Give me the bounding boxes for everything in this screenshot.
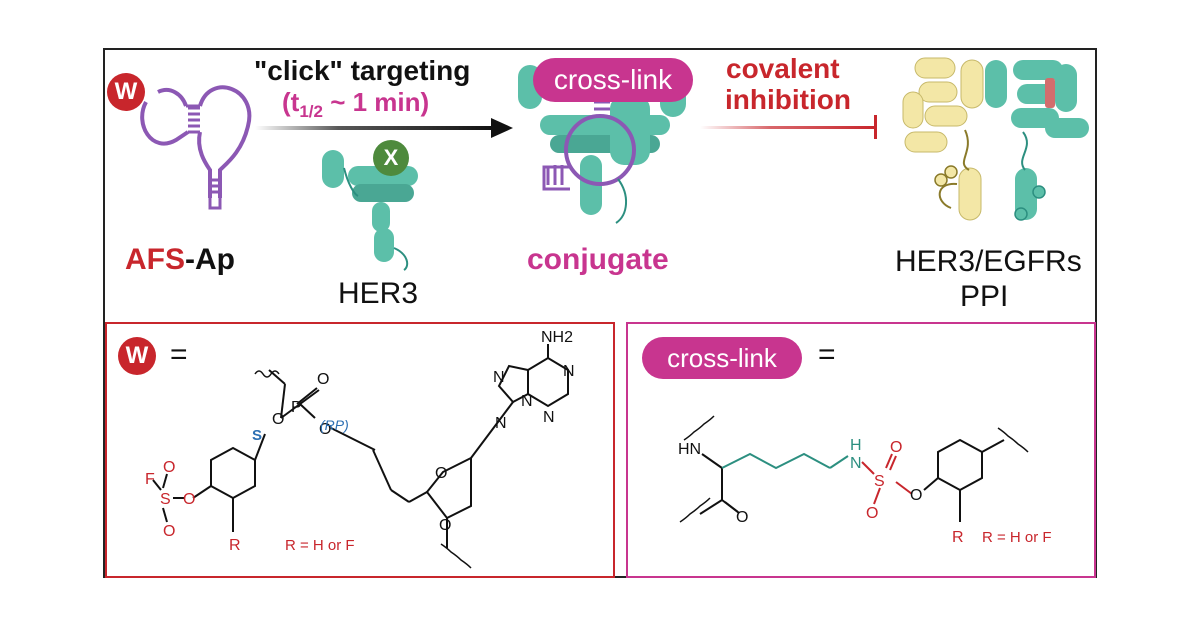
crosslink-structure: HN O H N S O O O R R = H or F xyxy=(678,415,1052,546)
her3-egfr-complex xyxy=(902,57,1089,221)
click-targeting-label: "click" targeting xyxy=(254,55,471,86)
ppi-label: PPI xyxy=(960,280,1009,313)
adenine-n2: N xyxy=(543,409,555,426)
aptamer-w-badge: W xyxy=(107,73,145,111)
r-definition: R = H or F xyxy=(285,537,355,554)
covalent-label: covalent xyxy=(726,53,840,84)
adenine-n3: N xyxy=(495,415,507,432)
sulfonamide-n: N xyxy=(850,455,862,472)
crosslink-pill-bottom: cross-link xyxy=(642,337,802,379)
r-definition: R = H or F xyxy=(982,529,1052,546)
afs-ap-label: AFS-Ap xyxy=(125,243,235,277)
sulfonyl-s: S xyxy=(160,491,171,508)
targeting-arrow xyxy=(255,118,513,138)
her3-label: HER3 xyxy=(338,277,419,310)
phosphate-o-left: O xyxy=(272,411,284,428)
adenine-nh2: NH2 xyxy=(541,329,573,346)
rp-label: (RP) xyxy=(320,417,349,433)
sulfonyl-o2: O xyxy=(163,523,175,540)
crosslink-panel xyxy=(626,322,1096,578)
crosslink-pill-top: cross-link xyxy=(533,58,693,102)
sulfonyl-s: S xyxy=(874,473,885,490)
half-life-post: ~ 1 min) xyxy=(322,87,430,117)
warhead-equals: = xyxy=(170,338,188,371)
phosphate-o-right: O xyxy=(319,421,331,438)
sugar-o-bottom: O xyxy=(439,517,451,534)
adenine-n4: N xyxy=(493,369,505,386)
fluorine-label: F xyxy=(145,471,155,488)
sulfonamide-h: H xyxy=(850,437,862,454)
adenine-n5: N xyxy=(521,393,533,410)
crosslink-equals: = xyxy=(818,338,836,371)
carbonyl-o: O xyxy=(736,509,748,526)
r-group: R xyxy=(952,529,964,546)
phosphorus-label: P xyxy=(291,399,302,416)
sulfonyl-o-top: O xyxy=(890,439,902,456)
aryl-o: O xyxy=(910,487,922,504)
her3-x-badge: X xyxy=(373,140,409,176)
conjugate-label: conjugate xyxy=(527,243,669,276)
half-life-pre: (t xyxy=(282,87,300,117)
amide-hn: HN xyxy=(678,441,701,458)
thio-s: S xyxy=(252,427,262,444)
warhead-panel xyxy=(105,322,615,578)
aptamer-illustration xyxy=(140,85,252,210)
warhead-structure: NH2 N N N N N P O O O O O S (RP) F S O O… xyxy=(145,329,575,569)
sugar-ring-o: O xyxy=(435,465,447,482)
aryl-o: O xyxy=(183,491,195,508)
half-life-sub: 1/2 xyxy=(299,102,323,122)
warhead-w-badge: W xyxy=(118,337,156,375)
sulfonyl-o-bottom: O xyxy=(866,505,878,522)
inhibition-arrow xyxy=(700,115,877,139)
her3-egfrs-label: HER3/EGFRs xyxy=(895,245,1082,278)
phosphate-o-top: O xyxy=(317,371,329,388)
r-group: R xyxy=(229,537,241,554)
adenine-n1: N xyxy=(563,363,575,380)
afs-text: AFS xyxy=(125,243,185,276)
inhibition-label: inhibition xyxy=(725,84,851,115)
ap-text: -Ap xyxy=(185,243,235,276)
half-life-label: (t1/2 ~ 1 min) xyxy=(282,87,429,122)
sulfonyl-o1: O xyxy=(163,459,175,476)
